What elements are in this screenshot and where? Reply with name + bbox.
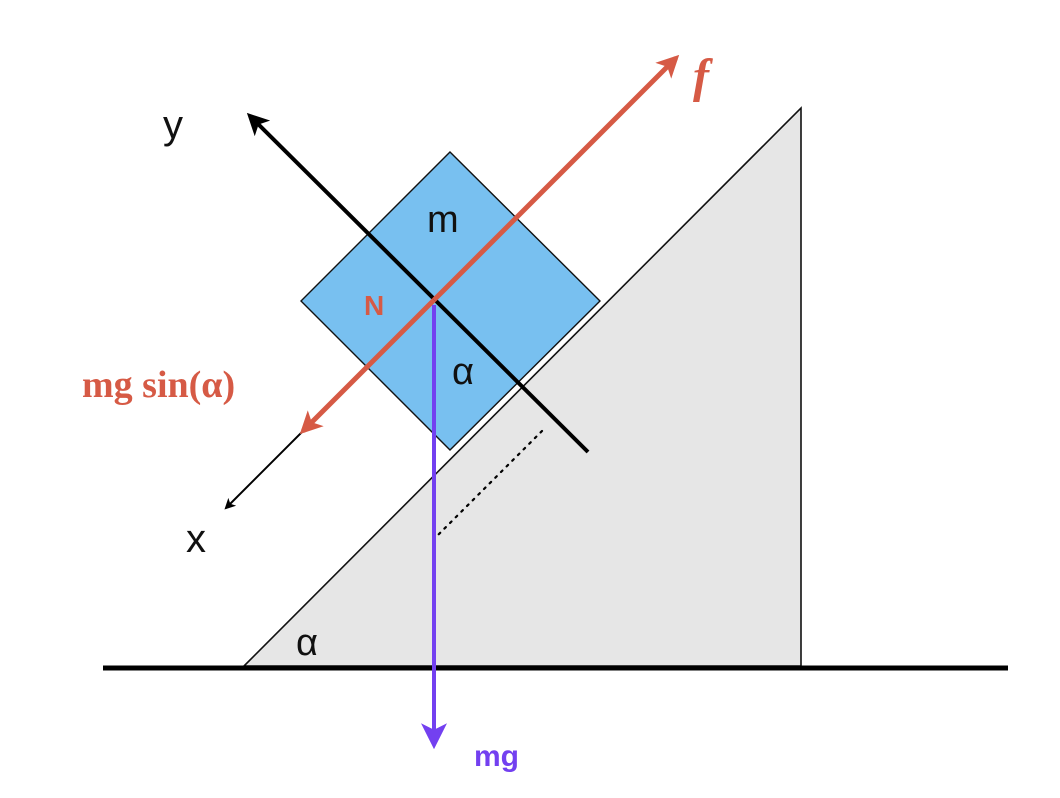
block (300, 151, 601, 451)
base-angle-label: α (296, 622, 318, 664)
friction-force-arrow (432, 54, 680, 302)
sin-component-arrow (299, 298, 436, 435)
x-axis-label: x (186, 517, 206, 561)
weight-label: mg (474, 740, 519, 773)
normal-force-label: N (364, 290, 384, 321)
block-angle-label: α (452, 351, 474, 393)
sin-component-label: mg sin(α) (82, 364, 235, 406)
y-axis-label: y (163, 103, 183, 147)
mass-label: m (427, 199, 459, 241)
y-axis-line (246, 112, 590, 454)
projection-dotted-line (435, 429, 544, 538)
friction-label: f (693, 50, 713, 103)
